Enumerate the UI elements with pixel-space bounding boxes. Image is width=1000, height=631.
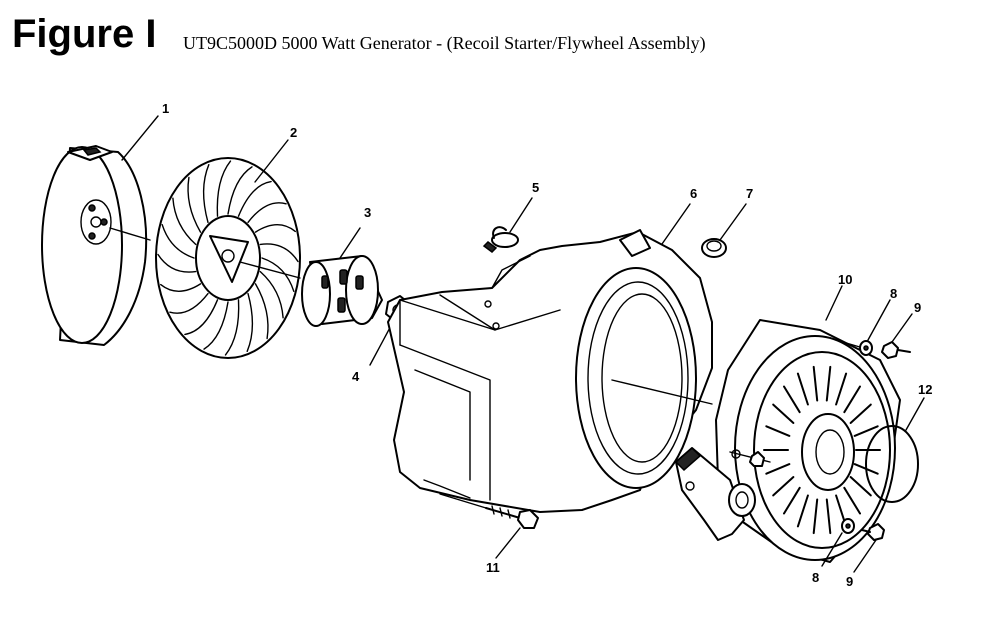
- callout-8-top: 8: [890, 286, 897, 301]
- callout-10: 10: [838, 272, 852, 287]
- leader-line-12: [905, 397, 925, 431]
- callout-4: 4: [352, 369, 360, 384]
- starter-vent-slot: [825, 498, 832, 535]
- fan-blade: [216, 160, 232, 217]
- flywheel-part: [41, 145, 151, 346]
- fan-housing-part: [387, 229, 713, 513]
- fan-blade: [259, 243, 299, 263]
- callout-12: 12: [918, 382, 932, 397]
- starter-vent-slot: [772, 403, 795, 424]
- leader-line-9-bottom: [853, 539, 877, 573]
- fan-blade: [172, 197, 197, 246]
- fan-blade: [261, 257, 295, 292]
- starter-vent-slot: [812, 498, 819, 535]
- washer-part-bottom: [841, 518, 855, 534]
- washer-part-top: [859, 340, 873, 356]
- leader-line-7: [719, 203, 747, 241]
- callout-1: 1: [162, 101, 169, 116]
- figure-subtitle: UT9C5000D 5000 Watt Generator - (Recoil …: [183, 33, 706, 53]
- leader-line-9-top: [891, 313, 913, 343]
- hose-clip-part: [482, 226, 519, 253]
- fan-blade: [237, 180, 272, 217]
- starter-vent-slot: [849, 403, 872, 424]
- grommet-part: [701, 238, 727, 258]
- starter-vent-slot: [796, 372, 809, 406]
- starter-vent-slot: [835, 372, 848, 406]
- leader-line-1: [121, 115, 159, 161]
- starter-vent-slot: [783, 486, 801, 515]
- fan-blade: [202, 164, 210, 224]
- starter-vent-slot: [783, 385, 801, 414]
- fan-blade: [247, 202, 287, 224]
- fan-blade: [254, 283, 269, 340]
- starter-vent-slot: [772, 476, 795, 497]
- starter-vent-slot: [765, 425, 791, 437]
- leader-line-6: [661, 203, 691, 245]
- callout-3: 3: [364, 205, 371, 220]
- callout-8-bottom: 8: [812, 570, 819, 585]
- leader-line-8-bottom: [821, 532, 843, 567]
- screw-part-top: [881, 341, 911, 359]
- figure-label: Figure I: [12, 12, 157, 56]
- starter-vent-slot: [825, 365, 832, 402]
- leader-line-8-top: [867, 299, 891, 341]
- gasket-ring-part: [865, 425, 919, 503]
- starter-cup-part: [301, 255, 383, 327]
- starter-vent-slot: [796, 494, 809, 528]
- fan-blade: [157, 253, 197, 273]
- fan-blade: [246, 292, 254, 352]
- screw-part-bottom: [861, 523, 885, 541]
- fan-blade: [160, 283, 202, 292]
- leader-line-11: [495, 527, 521, 559]
- fan-blade: [254, 224, 296, 233]
- starter-vent-slot: [843, 385, 861, 414]
- starter-vent-slot: [853, 425, 879, 437]
- fan-blade: [203, 301, 229, 350]
- callout-6: 6: [690, 186, 697, 201]
- screw-part-mid: [731, 449, 765, 467]
- leader-line-5: [509, 197, 533, 233]
- callout-5: 5: [532, 180, 539, 195]
- cooling-fan-part: [155, 157, 301, 359]
- fan-blade: [161, 224, 195, 259]
- callout-2: 2: [290, 125, 297, 140]
- leader-line-10: [825, 285, 843, 321]
- leader-line-3: [339, 227, 361, 259]
- callout-11: 11: [486, 560, 500, 575]
- callout-9-bottom: 9: [846, 574, 853, 589]
- fan-blade: [184, 299, 219, 336]
- bolt-part: [439, 493, 539, 529]
- starter-vent-slot: [843, 486, 861, 515]
- fan-blade: [259, 270, 284, 319]
- starter-vent-slot: [812, 365, 819, 402]
- callout-7: 7: [746, 186, 753, 201]
- recoil-starter-part: [674, 319, 901, 563]
- fan-blade: [224, 299, 240, 356]
- starter-vent-slot: [765, 463, 791, 475]
- fan-blade: [169, 292, 209, 314]
- callout-9-top: 9: [914, 300, 921, 315]
- starter-vent-slot: [849, 476, 872, 497]
- leader-line-2: [254, 139, 289, 183]
- fan-blade: [227, 166, 253, 215]
- fan-blade: [187, 176, 202, 233]
